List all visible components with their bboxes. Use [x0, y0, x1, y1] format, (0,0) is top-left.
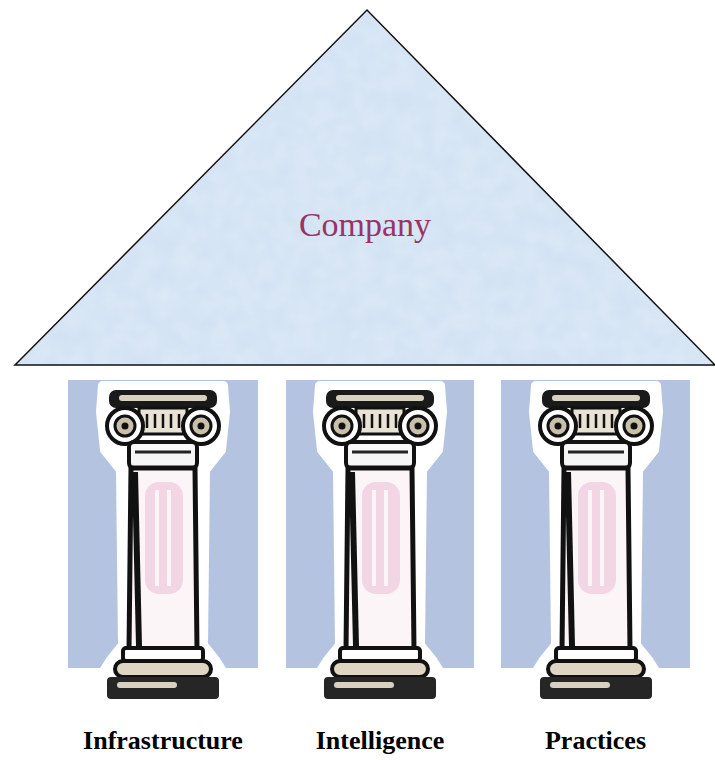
roof-triangle: Company — [15, 10, 715, 366]
pillar-figure — [534, 386, 658, 706]
roof-label: Company — [299, 205, 431, 244]
pillar-figure — [318, 386, 442, 706]
pillar-label: Infrastructure — [83, 726, 243, 756]
pillar-node: Infrastructure — [68, 378, 258, 760]
roof-fill — [15, 10, 715, 365]
roof-texture — [15, 10, 715, 365]
pillar-label: Practices — [545, 726, 646, 756]
pillar-figure — [101, 386, 225, 706]
pillar-node: Practices — [501, 378, 690, 760]
pillar-node: Intelligence — [286, 378, 474, 760]
roof-border — [15, 10, 715, 365]
roof-outline — [15, 10, 715, 366]
pillar-label: Intelligence — [316, 726, 445, 756]
